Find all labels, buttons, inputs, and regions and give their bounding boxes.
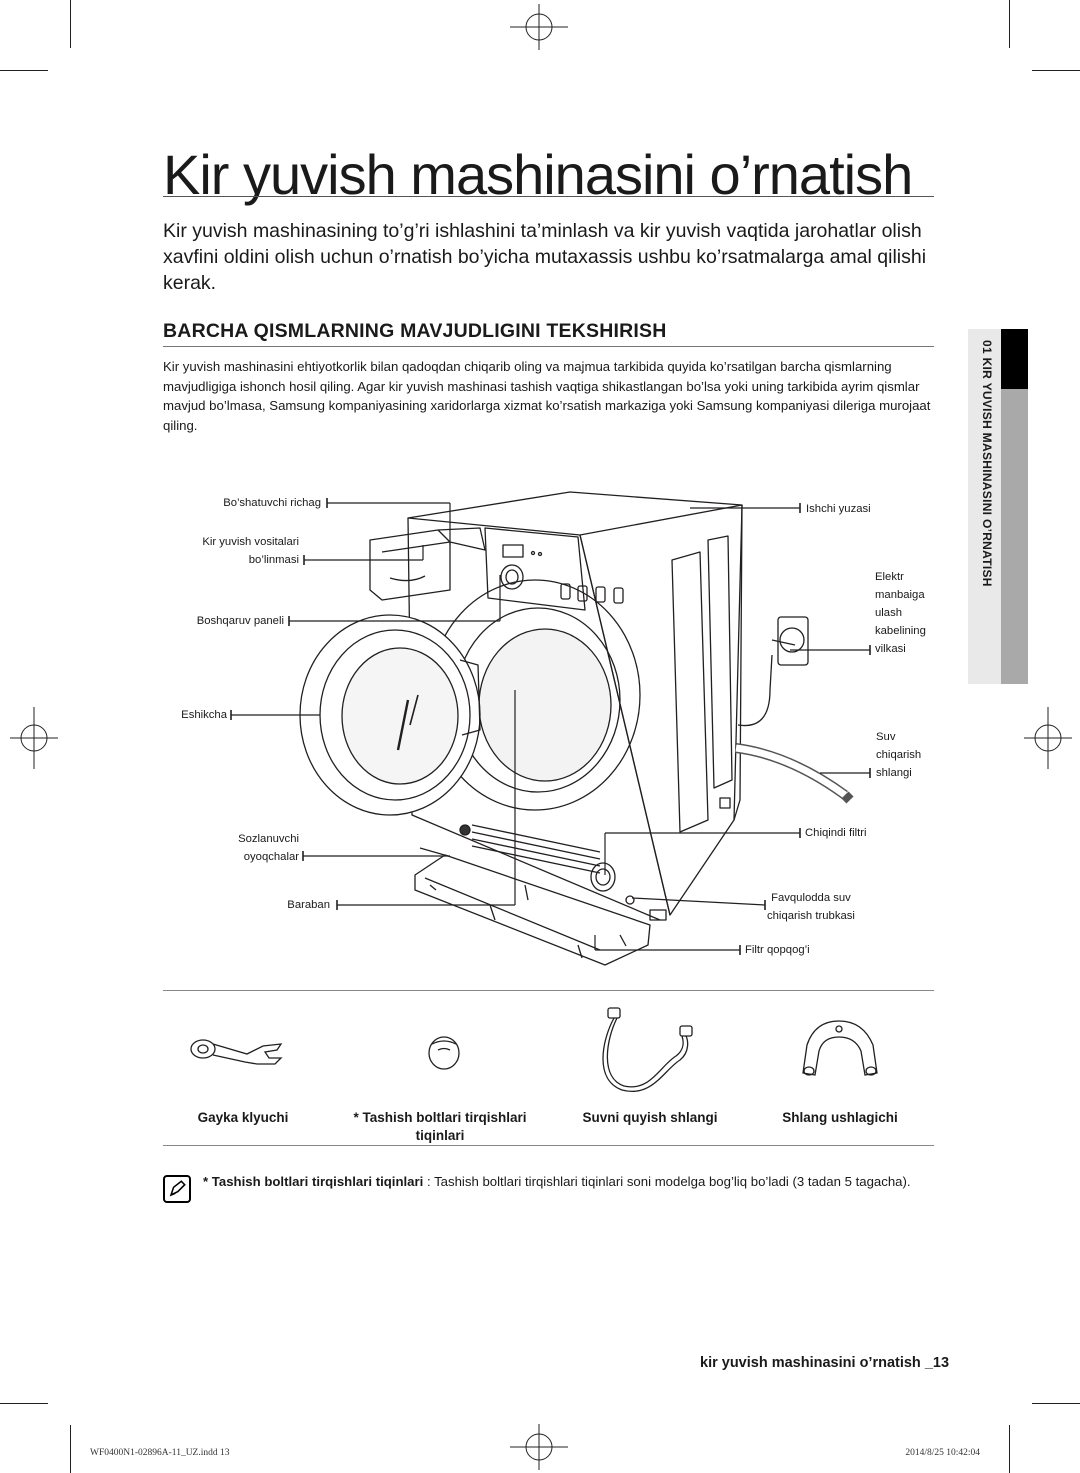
crop-mark [0,1403,48,1404]
footer-page-title: kir yuvish mashinasini o’rnatish _13 [700,1355,950,1371]
chapter-tab-label-area [968,329,1001,684]
spanner-icon [190,1039,283,1065]
crop-mark [1009,0,1010,48]
hose-guide-icon [802,1020,878,1076]
crop-mark [1009,1425,1010,1473]
label-emergency-drain: Favqulodda suv chiqarish trubkasi [767,892,855,922]
crop-mark [1032,1403,1080,1404]
bolt-cap-icon [428,1036,460,1070]
label-release-lever: Bo’shatuvchi richag [223,497,321,509]
label-drain-hose: Suv chiqarish shlangi [876,731,922,779]
hose-icon [602,1007,693,1093]
note-icon [163,1175,191,1203]
parts-divider-bottom [163,1145,934,1146]
registration-mark-right [1024,707,1072,769]
label-debris-filter: Chiqindi filtri [805,827,867,839]
washing-machine-illustration [299,491,854,966]
intro-paragraph: Kir yuvish mashinasining to’g’ri ishlash… [163,220,927,294]
note-body: : Tashish boltlari tirqishlari tiqinlari… [423,1174,911,1189]
label-adjustable-feet: Sozlanuvchi oyoqchalar [238,833,299,863]
crop-mark [70,1425,71,1473]
part-name-bolt-caps: * Tashish boltlari tirqishlari tiqinlari [353,1110,527,1143]
print-slug-file: WF0400N1-02896A-11_UZ.indd 13 [90,1448,230,1458]
section-body: Kir yuvish mashinasini ehtiyotkorlik bil… [163,359,931,433]
note-text: * Tashish boltlari tirqishlari tiqinlari… [203,1172,938,1192]
part-name-hose-guide: Shlang ushlagichi [782,1110,898,1125]
label-worktop: Ishchi yuzasi [806,503,871,515]
label-power-plug: Elektr manbaiga ulash kabelining vilkasi [875,571,926,655]
page-title: Kir yuvish mashinasini o’rnatish [163,143,913,206]
label-detergent-drawer: Kir yuvish vositalari bo’linmasi [202,536,299,566]
label-filter-cover: Filtr qopqog’i [745,944,810,956]
crop-mark [1032,70,1080,71]
title-divider [163,196,934,197]
note-bold: * Tashish boltlari tirqishlari tiqinlari [203,1174,424,1189]
registration-mark-bottom [510,1424,568,1470]
crop-mark [70,0,71,48]
registration-mark-top [510,4,568,50]
section-heading: BARCHA QISMLARNING MAVJUDLIGINI TEKSHIRI… [163,320,667,342]
label-control-panel: Boshqaruv paneli [196,615,284,627]
label-drum: Baraban [287,899,330,911]
part-name-spanner: Gayka klyuchi [197,1110,289,1125]
crop-mark [0,70,48,71]
leader-lines [230,498,871,955]
print-slug-date: 2014/8/25 10:42:04 [905,1448,980,1458]
section-divider [163,346,934,347]
part-name-water-hose: Suvni quyish shlangi [582,1110,718,1125]
chapter-tab-label: 01 KIR YUVISH MASHINASINI O’RNATISH [980,340,994,587]
parts-divider-top [163,990,934,991]
label-door: Eshikcha [181,709,227,721]
registration-mark-left [10,707,58,769]
